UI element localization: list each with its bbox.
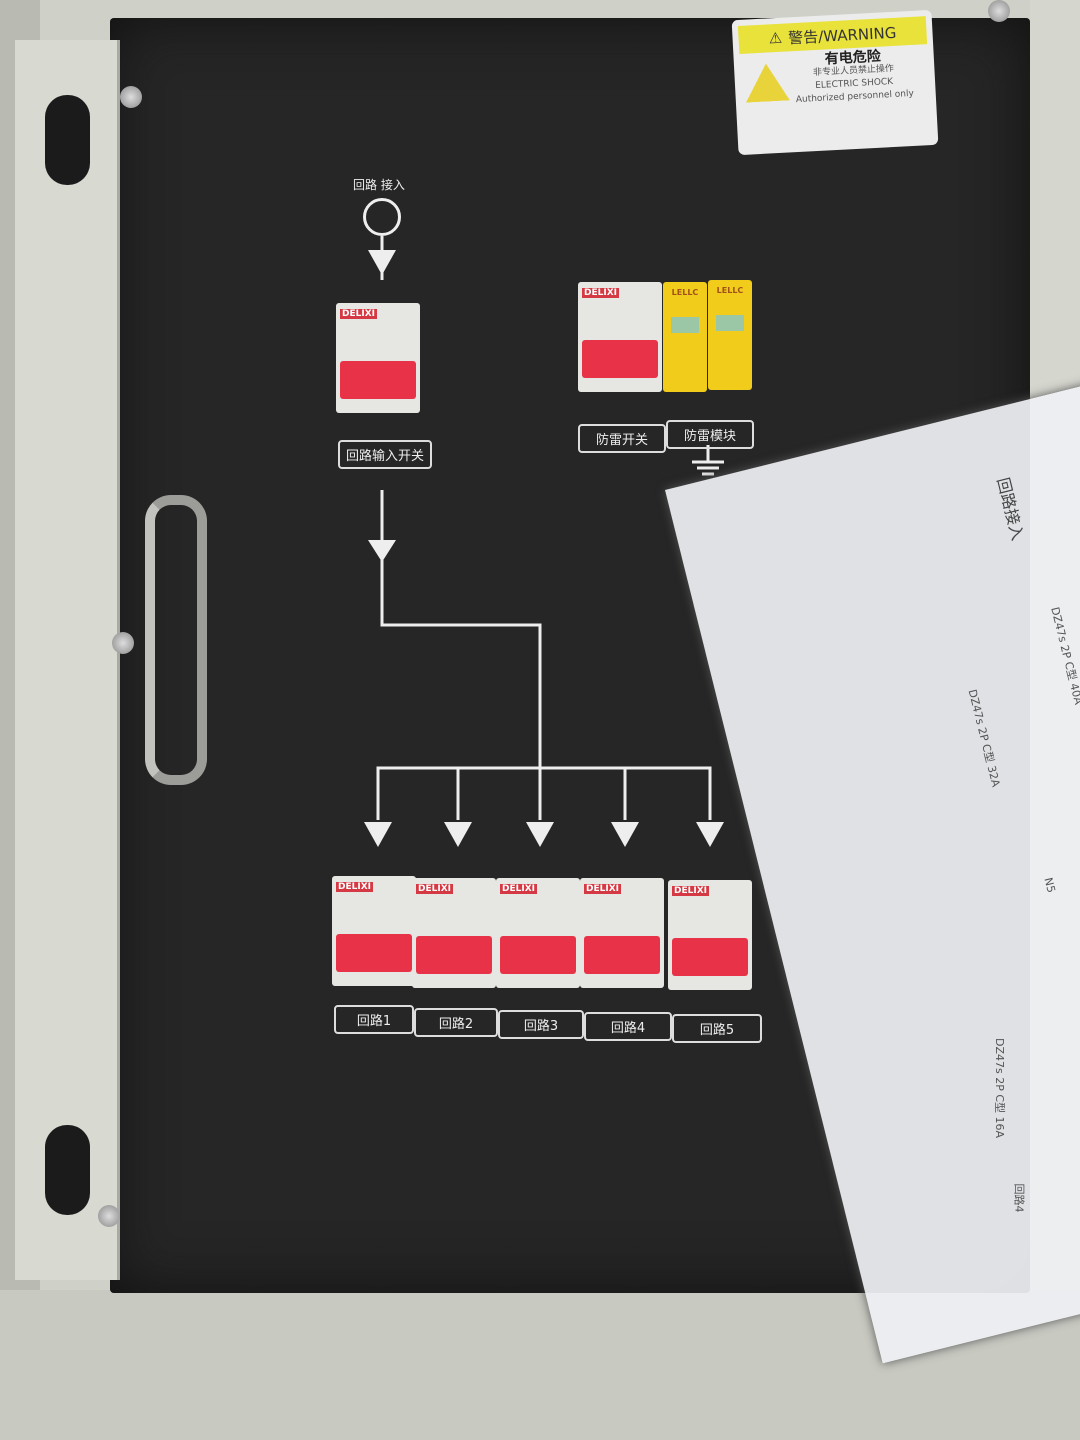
hinge-slot (45, 95, 90, 185)
circuit-breaker-1[interactable]: DELIXI (332, 876, 416, 986)
breaker-toggle[interactable] (340, 361, 416, 399)
breaker-brand: DELIXI (416, 884, 453, 894)
door-handle[interactable] (145, 495, 207, 785)
arrow-icon (696, 822, 724, 847)
circuit-label-1: 回路1 (334, 1005, 414, 1034)
arrow-icon (526, 822, 554, 847)
arrow-icon (368, 250, 396, 275)
sheet-title: 回路接入 (993, 475, 1028, 543)
hinge-slot (45, 1125, 90, 1215)
sheet-text: DZ47s 2P C型 32A (965, 688, 1003, 789)
screw-icon (112, 632, 134, 654)
input-label: 回路 接入 (353, 178, 405, 192)
circuit-breaker-2[interactable]: DELIXI (412, 878, 496, 988)
circuit-label-4: 回路4 (584, 1012, 672, 1041)
breaker-brand: DELIXI (672, 886, 709, 896)
sheet-text: DZ47s 2P C型 40A (1048, 605, 1080, 706)
door-frame (15, 40, 120, 1280)
surge-protection-module: LELLC (708, 280, 752, 390)
input-terminal-icon (363, 198, 401, 236)
main-input-breaker[interactable]: DELIXI (336, 303, 420, 413)
lightning-switch-label: 防雷开关 (578, 424, 666, 453)
circuit-breaker-5[interactable]: DELIXI (668, 880, 752, 990)
breaker-brand: DELIXI (500, 884, 537, 894)
arrow-icon (611, 822, 639, 847)
breaker-brand: DELIXI (582, 288, 619, 298)
breaker-toggle[interactable] (416, 936, 492, 974)
circuit-label-2: 回路2 (414, 1008, 498, 1037)
breaker-brand: DELIXI (340, 309, 377, 319)
arrow-icon (368, 540, 396, 562)
lightning-protection-breaker[interactable]: DELIXI (578, 282, 662, 392)
sheet-text: 回路4 (1012, 1183, 1026, 1213)
breaker-brand: DELIXI (584, 884, 621, 894)
sheet-text: DZ47s 2P C型 16A (993, 1037, 1007, 1139)
lightning-module-label: 防雷模块 (666, 420, 754, 449)
circuit-breaker-3[interactable]: DELIXI (496, 878, 580, 988)
screw-icon (98, 1205, 120, 1227)
breaker-toggle[interactable] (500, 936, 576, 974)
breaker-brand: DELIXI (336, 882, 373, 892)
circuit-label-3: 回路3 (498, 1010, 584, 1039)
arrow-icon (444, 822, 472, 847)
spd-brand: LELLC (671, 288, 699, 297)
circuit-label-5: 回路5 (672, 1014, 762, 1043)
arrow-icon (364, 822, 392, 847)
main-switch-label: 回路输入开关 (338, 440, 433, 469)
screw-icon (120, 86, 142, 108)
breaker-toggle[interactable] (672, 938, 748, 976)
screw-icon (988, 0, 1010, 22)
spd-brand: LELLC (716, 286, 744, 295)
surge-protection-module: LELLC (663, 282, 707, 392)
circuit-breaker-4[interactable]: DELIXI (580, 878, 664, 988)
breaker-toggle[interactable] (582, 340, 658, 378)
breaker-toggle[interactable] (584, 936, 660, 974)
sheet-text: N5 (1041, 876, 1058, 895)
breaker-toggle[interactable] (336, 934, 412, 972)
